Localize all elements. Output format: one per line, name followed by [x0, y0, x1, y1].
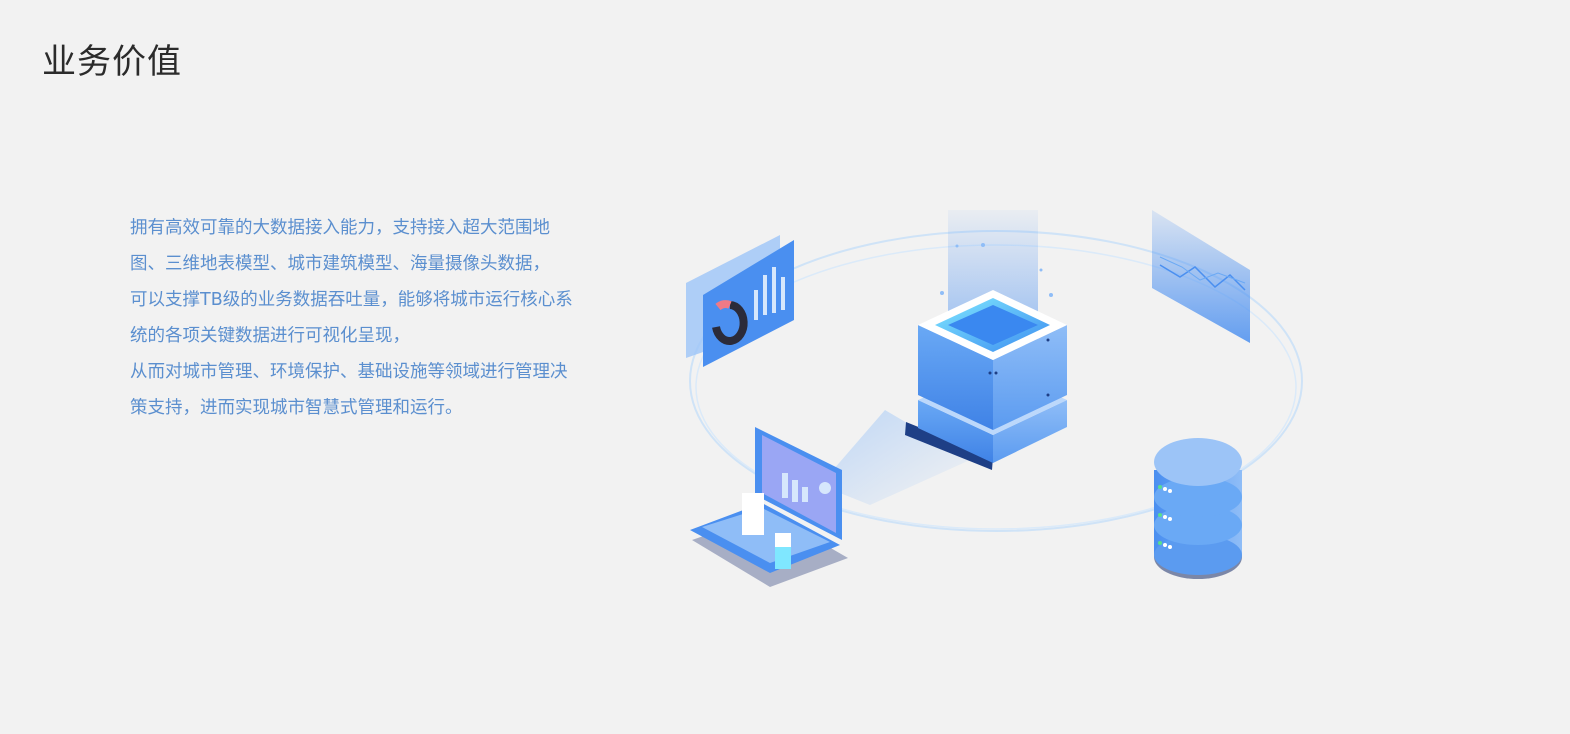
database-icon	[1154, 438, 1242, 579]
business-value-description: 拥有高效可靠的大数据接入能力，支持接入超大范围地 图、三维地表模型、城市建筑模型…	[130, 210, 600, 426]
description-line: 统的各项关键数据进行可视化呈现，	[130, 326, 410, 346]
line-chart-panel-icon	[1152, 210, 1250, 343]
laptop-icon	[690, 427, 848, 587]
isometric-data-illustration	[686, 210, 1303, 587]
server-cube-icon	[905, 290, 1067, 470]
page-title: 业务价值	[42, 42, 182, 82]
dashboard-panel-icon	[686, 235, 794, 367]
description-line: 可以支撑TB级的业务数据吞吐量，能够将城市运行核心系	[130, 290, 573, 310]
description-line: 拥有高效可靠的大数据接入能力，支持接入超大范围地	[130, 218, 550, 238]
description-line: 策支持，进而实现城市智慧式管理和运行。	[130, 398, 463, 418]
description-line: 图、三维地表模型、城市建筑模型、海量摄像头数据，	[130, 254, 550, 274]
description-line: 从而对城市管理、环境保护、基础设施等领域进行管理决	[130, 362, 568, 382]
